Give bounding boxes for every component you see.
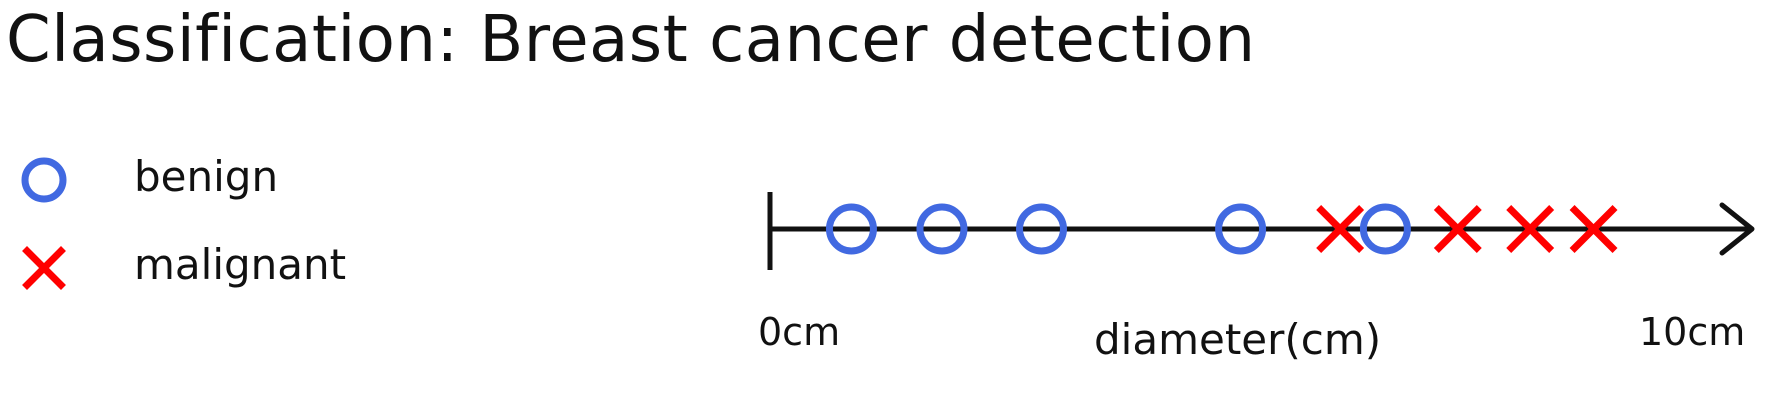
data-point-benign-1 — [825, 203, 877, 255]
data-point-malignant-4-stroke-2 — [1569, 205, 1618, 253]
data-point-malignant-1-stroke-2 — [1316, 205, 1365, 253]
x-tick-label-end: 10cm — [1639, 310, 1745, 354]
legend-label-benign: benign — [134, 152, 279, 201]
legend-label-malignant: malignant — [134, 240, 347, 289]
data-point-malignant-2 — [1433, 205, 1482, 253]
data-point-benign-5 — [1359, 203, 1411, 255]
data-point-malignant-2-stroke-2 — [1433, 205, 1482, 253]
data-point-malignant-3 — [1506, 205, 1555, 253]
malignant-marker-icon — [22, 246, 66, 290]
x-axis-label: diameter(cm) — [1094, 315, 1381, 364]
data-point-malignant-1 — [1316, 205, 1365, 253]
data-point-benign-3 — [1016, 203, 1067, 255]
data-point-malignant-4 — [1569, 205, 1618, 253]
benign-marker-icon — [21, 157, 67, 203]
page-title: Classification: Breast cancer detection — [6, 3, 1256, 77]
data-points — [825, 203, 1618, 255]
data-point-benign-2 — [916, 203, 968, 255]
legend-item-malignant: malignant — [14, 238, 474, 298]
legend-item-benign: benign — [14, 150, 474, 210]
data-point-benign-4 — [1215, 203, 1267, 255]
legend: benign malignant — [14, 150, 474, 300]
x-tick-label-start: 0cm — [758, 310, 840, 354]
data-point-malignant-3-stroke-2 — [1506, 205, 1555, 253]
x-axis-arrow-icon — [1719, 202, 1755, 256]
